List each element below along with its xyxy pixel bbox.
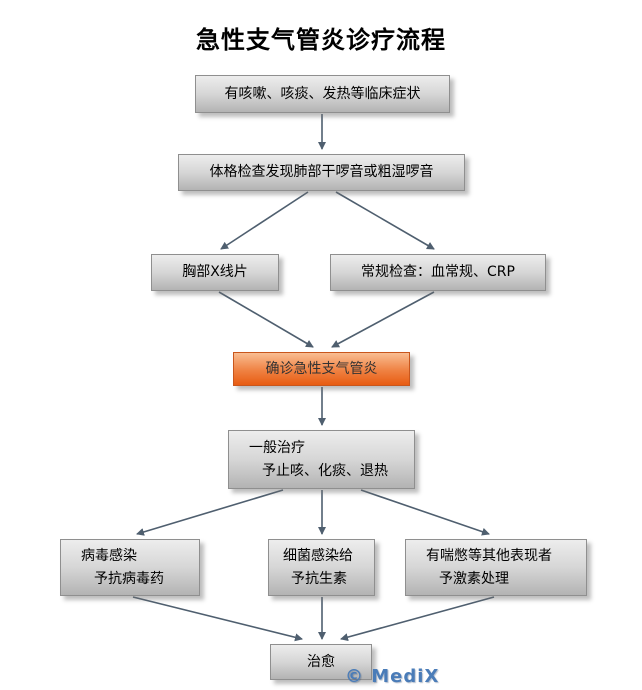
node-chest-xray: 胸部X线片 (151, 254, 279, 291)
node-viral-line2: 予抗病毒药 (94, 570, 164, 587)
node-diagnosis-label: 确诊急性支气管炎 (265, 360, 378, 377)
arrow-tests-to-diagnosis (331, 291, 435, 348)
arrow-treatment-to-viral (136, 489, 284, 536)
node-diagnosis: 确诊急性支气管炎 (233, 352, 410, 386)
node-general-treatment-line2: 予止咳、化痰、退热 (262, 462, 388, 479)
node-viral-line1: 病毒感染 (81, 548, 137, 565)
node-chest-xray-label: 胸部X线片 (182, 264, 248, 281)
node-bacterial-line2: 予抗生素 (291, 570, 347, 587)
watermark: © MediX (345, 666, 440, 687)
node-cured: 治愈 (270, 644, 372, 680)
node-general-treatment: 一般治疗 予止咳、化痰、退热 (228, 430, 415, 489)
node-bacterial-line1: 细菌感染给 (283, 548, 353, 565)
page-title: 急性支气管炎诊疗流程 (196, 26, 446, 54)
node-symptoms-label: 有咳嗽、咳痰、发热等临床症状 (224, 85, 421, 102)
node-wheezing: 有喘憋等其他表现者 予激素处理 (405, 539, 587, 596)
arrow-exam-to-xray (220, 191, 309, 250)
node-routine-tests-label: 常规检查：血常规、CRP (361, 264, 515, 281)
arrow-wheezing-to-cured (340, 596, 495, 642)
arrow-viral-to-cured (132, 596, 303, 642)
node-symptoms: 有咳嗽、咳痰、发热等临床症状 (195, 75, 450, 113)
node-physical-exam-label: 体格检查发现肺部干啰音或粗湿啰音 (209, 164, 434, 181)
node-cured-label: 治愈 (307, 653, 335, 670)
arrow-treatment-to-wheezing (360, 489, 490, 536)
arrow-xray-to-diagnosis (218, 291, 314, 348)
arrow-exam-to-tests (335, 191, 435, 250)
node-wheezing-line2: 予激素处理 (439, 570, 509, 587)
node-bacterial: 细菌感染给 予抗生素 (268, 539, 375, 596)
node-physical-exam: 体格检查发现肺部干啰音或粗湿啰音 (178, 154, 465, 191)
node-viral: 病毒感染 予抗病毒药 (60, 539, 200, 596)
node-routine-tests: 常规检查：血常规、CRP (330, 254, 546, 291)
node-general-treatment-line1: 一般治疗 (249, 440, 305, 457)
node-wheezing-line1: 有喘憋等其他表现者 (426, 548, 552, 565)
